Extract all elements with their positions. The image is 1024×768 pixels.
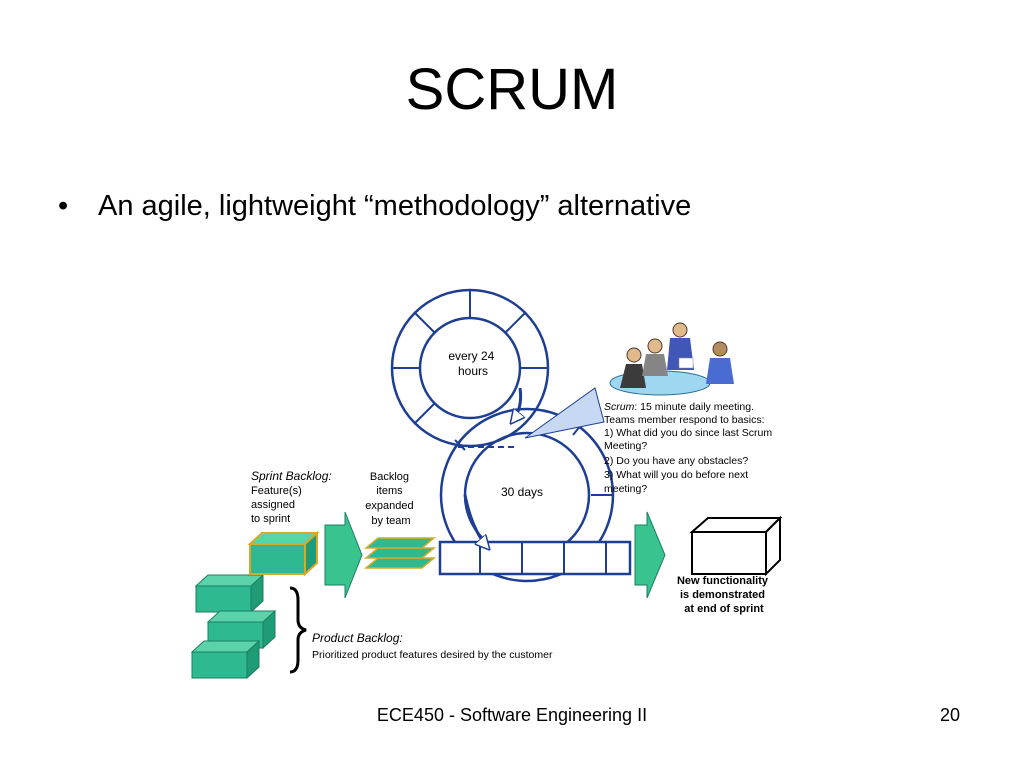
product-backlog-block: [194, 573, 265, 614]
footer-course-title: ECE450 - Software Engineering II: [376, 705, 648, 725]
bullet-item: • An agile, lightweight “methodology” al…: [58, 190, 691, 223]
flow-arrow: [634, 511, 666, 599]
expanded-items-stack: [363, 537, 437, 569]
product-backlog-label: Product Backlog: Prioritized product fea…: [312, 631, 553, 661]
scrum-process-diagram: every 24 hours 30 days Sprint Backlog: F…: [190, 288, 783, 680]
scrum-callout-text: Scrum: 15 minute daily meeting. Teams me…: [604, 401, 775, 495]
sprint-backlog-label: Sprint Backlog: Feature(s) assigned to s…: [251, 469, 335, 525]
product-backlog-brace: [289, 586, 307, 674]
scrum-callout-pointer: [524, 387, 605, 439]
bullet-text: An agile, lightweight “methodology” alte…: [98, 190, 692, 222]
bullet-marker: •: [58, 190, 69, 222]
sprint-cycle: [438, 407, 632, 583]
team-meeting-illustration: [609, 322, 734, 396]
slide-title: SCRUM: [405, 57, 619, 122]
page-number: 20: [939, 705, 960, 725]
flow-arrow: [324, 511, 363, 599]
sprint-backlog-block: [247, 530, 320, 577]
product-backlog-block: [190, 639, 261, 680]
new-functionality-box: [689, 515, 783, 577]
sprint-cycle-label: 30 days: [501, 485, 543, 499]
bullet-list: • An agile, lightweight “methodology” al…: [58, 190, 691, 223]
daily-cycle: [390, 288, 550, 448]
expanded-items-label: Backlog items expanded by team: [365, 471, 416, 527]
daily-cycle-label: every 24 hours: [448, 349, 497, 378]
new-functionality-label: New functionality is demonstrated at end…: [677, 575, 771, 615]
product-backlog-stack: [190, 573, 277, 680]
